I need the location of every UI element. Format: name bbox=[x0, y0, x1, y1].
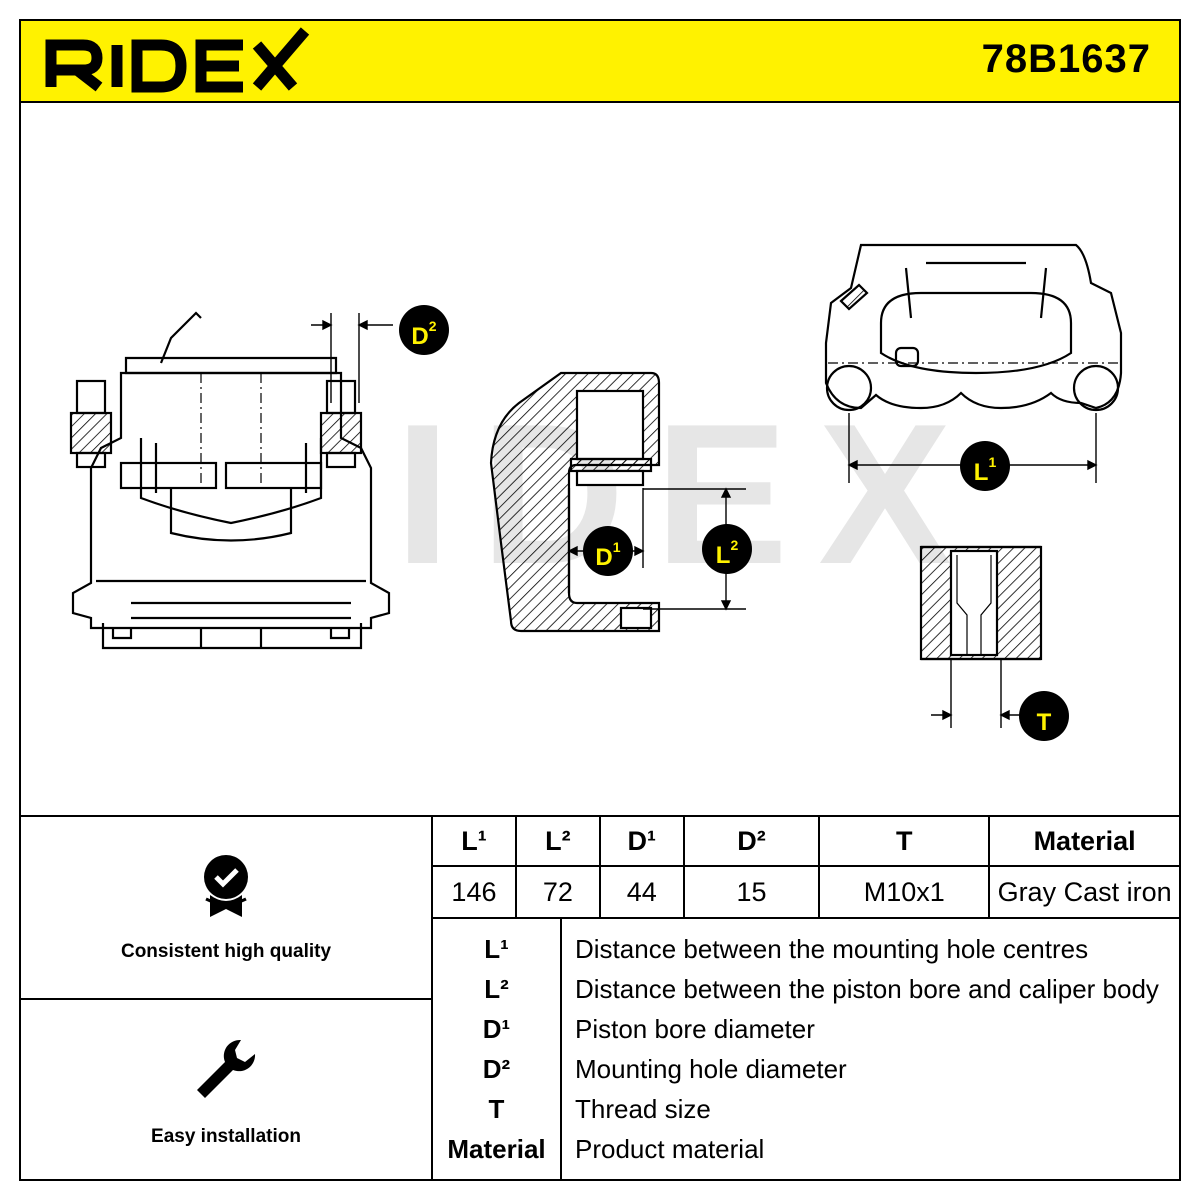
legend-description: Mounting hole diameter bbox=[575, 1054, 847, 1084]
feature-install-label: Easy installation bbox=[151, 1126, 301, 1147]
legend-description: Piston bore diameter bbox=[575, 1014, 815, 1044]
l2-badge: L2 bbox=[702, 524, 752, 574]
technical-drawing: RIDEX bbox=[21, 103, 1179, 815]
thread-section-view bbox=[919, 545, 1043, 661]
legend-row: L¹ Distance between the mounting hole ce… bbox=[433, 929, 1181, 969]
legend-key: L¹ bbox=[484, 934, 509, 964]
part-number: 78B1637 bbox=[981, 37, 1151, 81]
legend-row: L² Distance between the piston bore and … bbox=[433, 969, 1181, 1009]
spec-header-d1: D¹ bbox=[599, 817, 685, 867]
spec-value-l2: 72 bbox=[515, 866, 601, 919]
spec-value-d2: 15 bbox=[683, 866, 821, 919]
feature-quality-label: Consistent high quality bbox=[120, 941, 332, 962]
legend-description: Thread size bbox=[575, 1094, 711, 1124]
d2-badge: D2 bbox=[399, 305, 449, 355]
legend-key: L² bbox=[484, 974, 509, 1004]
spec-header-row: L¹ L² D¹ D² T Material bbox=[432, 817, 1179, 867]
spec-header-l1: L¹ bbox=[432, 817, 517, 867]
feature-quality: Consistent high quality bbox=[21, 817, 431, 1000]
spec-header-t: T bbox=[819, 817, 991, 867]
l1-badge: L1 bbox=[960, 441, 1010, 491]
legend-row: D¹ Piston bore diameter bbox=[433, 1009, 1181, 1049]
t-badge: T bbox=[1019, 691, 1069, 741]
caliper-front-view bbox=[69, 311, 391, 650]
legend-key: T bbox=[488, 1094, 505, 1124]
caliper-top-view bbox=[824, 243, 1123, 412]
legend-key: D¹ bbox=[482, 1014, 511, 1044]
info-section: Consistent high quality Easy installatio… bbox=[21, 815, 1179, 1181]
spec-value-t: M10x1 bbox=[819, 866, 991, 919]
quality-badge-icon bbox=[204, 855, 248, 917]
wrench-icon bbox=[197, 1039, 256, 1098]
legend-key: D² bbox=[482, 1054, 511, 1084]
spec-value-row: 146 72 44 15 M10x1 Gray Cast iron bbox=[432, 866, 1179, 919]
header-bar: 78B1637 bbox=[21, 21, 1179, 103]
d2-dimension bbox=[311, 313, 393, 403]
legend-description: Product material bbox=[575, 1134, 765, 1164]
t-dimension bbox=[931, 659, 1021, 728]
feature-install: Easy installation bbox=[21, 1000, 431, 1181]
legend: L¹ Distance between the mounting hole ce… bbox=[431, 917, 1179, 1181]
caliper-drawing: RIDEX bbox=[69, 243, 1123, 728]
legend-divider bbox=[560, 917, 562, 1181]
ridex-logo bbox=[45, 27, 310, 93]
spec-value-l1: 146 bbox=[432, 866, 517, 919]
legend-row: D² Mounting hole diameter bbox=[433, 1049, 1181, 1089]
spec-header-l2: L² bbox=[515, 817, 601, 867]
legend-key: Material bbox=[447, 1134, 546, 1164]
spec-header-d2: D² bbox=[683, 817, 821, 867]
d1-badge: D1 bbox=[583, 526, 633, 576]
caliper-section-view bbox=[489, 371, 661, 633]
spec-table: L¹ L² D¹ D² T Material 146 72 44 15 M10x… bbox=[431, 817, 1179, 919]
legend-description: Distance between the piston bore and cal… bbox=[575, 974, 1159, 1004]
legend-row: Material Product material bbox=[433, 1129, 1181, 1169]
spec-value-material: Gray Cast iron bbox=[989, 866, 1179, 919]
spec-value-d1: 44 bbox=[599, 866, 685, 919]
product-sheet: 78B1637 RIDEX bbox=[19, 19, 1181, 1181]
legend-description: Distance between the mounting hole centr… bbox=[575, 934, 1089, 964]
spec-header-material: Material bbox=[989, 817, 1179, 867]
legend-row: T Thread size bbox=[433, 1089, 1181, 1129]
